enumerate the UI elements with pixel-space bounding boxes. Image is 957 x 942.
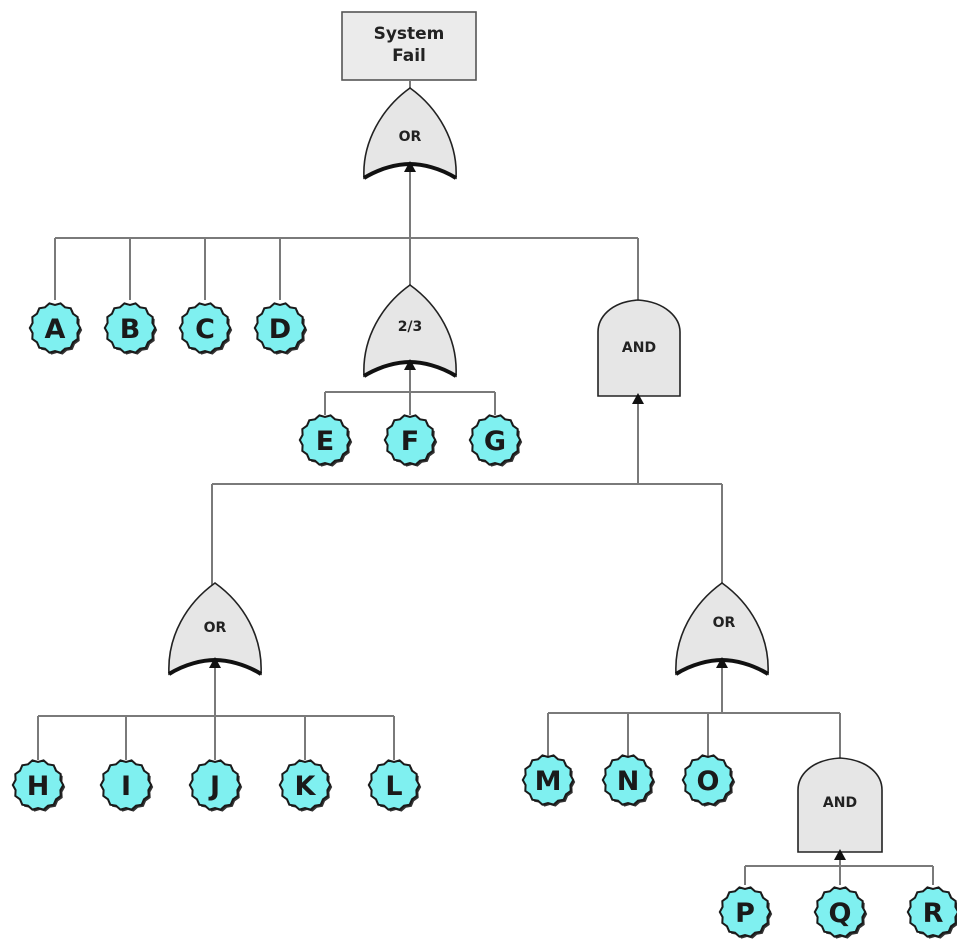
event-c-label: C <box>195 314 215 345</box>
event-p-label: P <box>735 898 755 929</box>
event-k: K <box>278 759 333 812</box>
top-event-label-line1: System <box>374 24 445 44</box>
or-gate-left: OR <box>167 582 263 676</box>
top-event-label-line2: Fail <box>392 46 426 66</box>
basic-events: A B C D E F G H I J K L M N O P Q R <box>11 302 957 939</box>
event-d: D <box>253 302 308 355</box>
event-q: Q <box>813 886 868 939</box>
event-k-label: K <box>295 771 317 802</box>
top-event-box: System Fail <box>341 11 477 81</box>
event-f-label: F <box>401 426 419 457</box>
event-c: C <box>178 302 233 355</box>
event-h: H <box>11 759 66 812</box>
or-gate-left-label: OR <box>204 620 227 636</box>
event-o: O <box>681 754 736 807</box>
and-gate-low: AND <box>797 757 883 860</box>
event-l-label: L <box>385 771 402 802</box>
vote-gate: 2/3 <box>362 284 458 378</box>
event-m-label: M <box>535 766 562 797</box>
event-p: P <box>718 886 773 939</box>
event-f: F <box>383 414 438 467</box>
and-gate-main-label: AND <box>622 340 656 356</box>
or-gate-top-label: OR <box>399 129 422 145</box>
event-b: B <box>103 302 158 355</box>
and-gate-main: AND <box>597 299 681 404</box>
event-e: E <box>298 414 353 467</box>
or-gate-right: OR <box>674 582 770 676</box>
event-e-label: E <box>316 426 334 457</box>
event-g-label: G <box>484 426 506 457</box>
or-gate-right-label: OR <box>713 615 736 631</box>
event-n: N <box>601 754 656 807</box>
event-a-label: A <box>45 314 66 345</box>
event-g: G <box>468 414 523 467</box>
event-j: J <box>188 759 243 812</box>
event-i: I <box>99 759 154 812</box>
event-h-label: H <box>27 771 50 802</box>
event-o-label: O <box>697 766 720 797</box>
event-r-label: R <box>923 898 944 929</box>
event-q-label: Q <box>829 898 852 929</box>
event-i-label: I <box>121 771 131 802</box>
event-a: A <box>28 302 83 355</box>
event-n-label: N <box>617 766 640 797</box>
event-j-label: J <box>208 771 220 802</box>
event-b-label: B <box>120 314 141 345</box>
connector-lines <box>37 172 934 885</box>
vote-gate-label: 2/3 <box>398 319 423 335</box>
event-r: R <box>906 886 957 939</box>
event-d-label: D <box>269 314 291 345</box>
event-m: M <box>521 754 576 807</box>
event-l: L <box>367 759 422 812</box>
and-gate-low-label: AND <box>823 795 857 811</box>
or-gate-top: OR <box>362 87 458 180</box>
